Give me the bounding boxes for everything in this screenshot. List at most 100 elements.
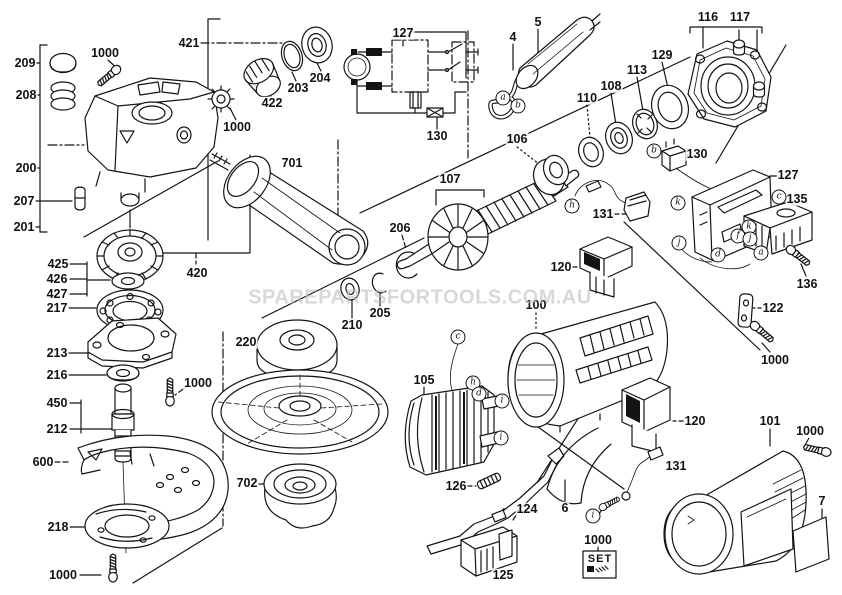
part-label-1000: 1000 xyxy=(583,532,613,547)
ring-205 xyxy=(371,272,387,294)
part-label-108: 108 xyxy=(599,78,623,93)
bearing-cover-116 xyxy=(687,40,772,128)
part-label-216: 216 xyxy=(45,367,69,382)
brush-holder-120-lower xyxy=(621,377,671,453)
pin-207 xyxy=(74,186,86,211)
callout-j: j xyxy=(671,235,687,251)
bearing-204 xyxy=(301,26,333,64)
callout-c: c xyxy=(450,329,466,345)
part-label-125: 125 xyxy=(491,567,515,582)
part-label-420: 420 xyxy=(185,265,209,280)
part-label-210: 210 xyxy=(340,317,364,332)
pin-126 xyxy=(476,472,502,490)
switch-wire-2 xyxy=(679,247,713,263)
part-label-105: 105 xyxy=(412,372,436,387)
part-label-1000: 1000 xyxy=(795,423,825,438)
part-label-129: 129 xyxy=(650,47,674,62)
part-label-135: 135 xyxy=(785,191,809,206)
part-label-209: 209 xyxy=(13,55,37,70)
slide-125 xyxy=(460,526,518,577)
part-label-701: 701 xyxy=(280,155,304,170)
part-label-206: 206 xyxy=(388,220,412,235)
part-label-136: 136 xyxy=(795,276,819,291)
callout-i: i xyxy=(585,508,601,524)
motor-cap-101 xyxy=(663,450,807,575)
plate-122 xyxy=(737,293,754,328)
part-label-201: 201 xyxy=(12,219,36,234)
clamp-ring-218 xyxy=(84,503,170,549)
wiring-diagram-127 xyxy=(343,31,479,118)
part-label-120: 120 xyxy=(683,413,707,428)
part-label-204: 204 xyxy=(308,70,332,85)
part-label-1000: 1000 xyxy=(48,567,78,582)
part-label-200: 200 xyxy=(14,160,38,175)
part-label-600: 600 xyxy=(31,454,55,469)
part-label-107: 107 xyxy=(438,171,462,186)
part-label-1000: 1000 xyxy=(760,352,790,367)
part-label-6: 6 xyxy=(560,500,570,515)
callout-a: a xyxy=(495,90,511,106)
brush-wire-131-lower xyxy=(621,446,664,501)
part-label-117: 117 xyxy=(728,9,752,24)
stator-105 xyxy=(404,343,500,476)
part-label-1000: 1000 xyxy=(90,45,120,60)
set-box xyxy=(582,550,617,579)
callout-k: k xyxy=(741,219,757,235)
part-label-217: 217 xyxy=(45,300,69,315)
callout-i: i xyxy=(494,393,510,409)
part-label-110: 110 xyxy=(575,90,599,105)
bearing-106 xyxy=(532,154,570,196)
washer-210 xyxy=(340,277,360,301)
part-label-422: 422 xyxy=(260,95,284,110)
part-label-426: 426 xyxy=(45,271,69,286)
callout-h: h xyxy=(564,198,580,214)
cord-guard-6 xyxy=(546,427,612,505)
callout-k: k xyxy=(670,195,686,211)
part-label-106: 106 xyxy=(505,131,529,146)
washer-425 xyxy=(111,272,145,290)
washer-110 xyxy=(578,136,604,168)
switch-135 xyxy=(743,201,813,255)
set-box-label: SET xyxy=(587,553,613,565)
callout-b: b xyxy=(646,143,662,159)
part-label-131: 131 xyxy=(591,206,615,221)
part-label-5: 5 xyxy=(533,14,543,29)
part-label-213: 213 xyxy=(45,345,69,360)
part-label-100: 100 xyxy=(524,297,548,312)
part-label-127: 127 xyxy=(391,25,415,40)
clamp-nut-702 xyxy=(263,463,337,529)
part-label-122: 122 xyxy=(761,300,785,315)
part-label-208: 208 xyxy=(14,87,38,102)
ring-129 xyxy=(650,84,690,130)
part-label-126: 126 xyxy=(444,478,468,493)
pin-117 xyxy=(732,39,766,98)
brush-131-upper xyxy=(574,180,651,222)
callout-c: c xyxy=(771,189,787,205)
brush-holder-120-upper xyxy=(579,236,633,298)
part-label-421: 421 xyxy=(177,35,201,50)
bevel-gear-422 xyxy=(243,58,281,98)
grip-5 xyxy=(515,13,601,90)
part-label-116: 116 xyxy=(696,9,720,24)
cap-209 xyxy=(49,52,77,74)
spring-208 xyxy=(50,81,76,111)
part-label-127: 127 xyxy=(776,167,800,182)
switch-wire-1 xyxy=(699,257,751,270)
callout-i: i xyxy=(493,430,509,446)
part-label-702: 702 xyxy=(235,475,259,490)
part-label-427: 427 xyxy=(45,286,69,301)
part-label-218: 218 xyxy=(46,519,70,534)
part-label-450: 450 xyxy=(45,395,69,410)
part-label-205: 205 xyxy=(368,305,392,320)
callout-b: b xyxy=(510,98,526,114)
part-label-113: 113 xyxy=(625,62,649,77)
flange-220 xyxy=(256,319,338,379)
part-label-1000: 1000 xyxy=(222,119,252,134)
part-label-120: 120 xyxy=(549,259,573,274)
part-label-4: 4 xyxy=(508,29,518,44)
clutch-housing xyxy=(84,77,219,207)
part-label-1000: 1000 xyxy=(183,375,213,390)
